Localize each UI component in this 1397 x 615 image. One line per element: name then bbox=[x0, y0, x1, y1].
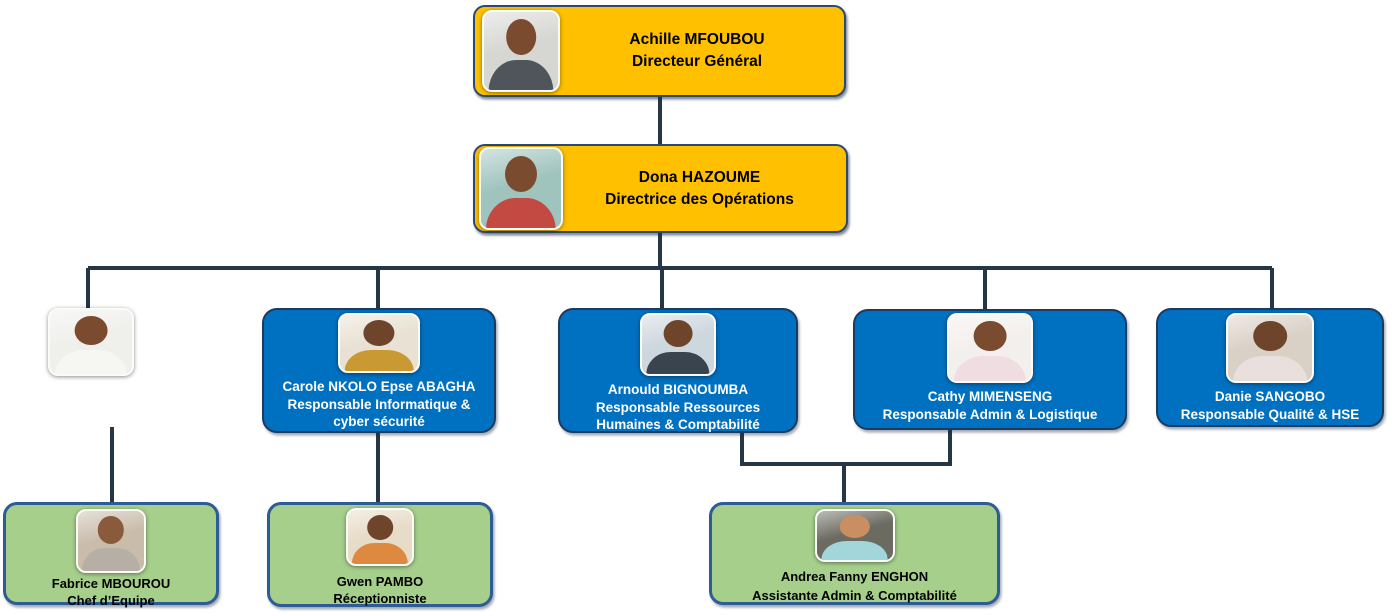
andrea-portrait-photo bbox=[814, 509, 895, 562]
node-text: Achille MFOUBOU Directeur Général bbox=[560, 29, 844, 72]
person-name: Achille MFOUBOU bbox=[629, 31, 765, 49]
person-role: Responsable Informatique & cyber sécurit… bbox=[287, 396, 471, 430]
avatar-head bbox=[74, 315, 108, 346]
node-text: Gwen PAMBO Réceptionniste bbox=[280, 574, 480, 607]
unnamed-member-portrait-photo bbox=[48, 308, 134, 376]
avatar-head bbox=[506, 19, 536, 55]
person-role: Responsable Qualité & HSE bbox=[1180, 406, 1360, 422]
node-danie-sangobo: Danie SANGOBO Responsable Qualité & HSE bbox=[1156, 308, 1384, 427]
fabrice-portrait-photo bbox=[76, 509, 146, 573]
avatar-shoulders bbox=[485, 197, 557, 228]
person-name: Cathy MIMENSENG bbox=[927, 389, 1053, 404]
node-achille-mfoubou: Achille MFOUBOU Directeur Général bbox=[473, 5, 846, 97]
node-dona-hazoume: Dona HAZOUME Directrice des Opérations bbox=[473, 144, 848, 233]
person-name: Fabrice MBOUROU bbox=[51, 576, 171, 591]
person-role: Responsable Admin & Logistique bbox=[882, 406, 1098, 422]
node-gwen-pambo: Gwen PAMBO Réceptionniste bbox=[267, 502, 493, 607]
person-name: Arnould BIGNOUMBA bbox=[607, 382, 749, 397]
node-text: Carole NKOLO Epse ABAGHA Responsable Inf… bbox=[275, 378, 483, 431]
person-role: Assistante Admin & Comptabilité bbox=[752, 587, 957, 603]
avatar-head bbox=[663, 320, 693, 348]
person-role: Directrice des Opérations bbox=[605, 190, 794, 208]
carole-portrait-photo bbox=[338, 313, 420, 373]
achille-portrait-photo bbox=[482, 10, 560, 92]
avatar-shoulders bbox=[821, 541, 888, 560]
node-cathy-mimenseng: Cathy MIMENSENG Responsable Admin & Logi… bbox=[853, 309, 1127, 430]
danie-portrait-photo bbox=[1226, 313, 1314, 383]
person-role: Responsable Ressources Humaines & Compta… bbox=[595, 399, 761, 433]
avatar-head bbox=[505, 156, 537, 193]
avatar-head bbox=[367, 514, 393, 540]
avatar-shoulders bbox=[54, 349, 128, 374]
avatar-head bbox=[973, 320, 1007, 352]
avatar-shoulders bbox=[351, 543, 409, 564]
node-fabrice-mbourou: Fabrice MBOUROU Chef d’Equipe bbox=[3, 502, 219, 608]
avatar-head bbox=[97, 516, 125, 544]
avatar-shoulders bbox=[81, 548, 141, 571]
arnould-portrait-photo bbox=[640, 313, 716, 376]
person-name: Gwen PAMBO bbox=[336, 574, 424, 589]
node-text: Andrea Fanny ENGHON Assistante Admin & C… bbox=[720, 568, 990, 606]
person-role: Directeur Général bbox=[631, 53, 763, 70]
node-text: Arnould BIGNOUMBA Responsable Ressources… bbox=[580, 381, 776, 434]
avatar-head bbox=[363, 320, 395, 346]
node-text: Fabrice MBOUROU Chef d’Equipe bbox=[11, 576, 211, 609]
cathy-portrait-photo bbox=[947, 313, 1033, 383]
dona-portrait-photo bbox=[479, 147, 563, 230]
person-name: Carole NKOLO Epse ABAGHA bbox=[282, 379, 476, 394]
person-role: Réceptionniste bbox=[333, 590, 427, 606]
person-name: Andrea Fanny ENGHON bbox=[780, 569, 929, 584]
node-arnould-bignoumba: Arnould BIGNOUMBA Responsable Ressources… bbox=[558, 308, 798, 433]
person-role: Chef d’Equipe bbox=[67, 592, 155, 608]
node-text: Dona HAZOUME Directrice des Opérations bbox=[563, 167, 846, 210]
person-name: Dona HAZOUME bbox=[638, 168, 761, 186]
gwen-portrait-photo bbox=[346, 508, 414, 566]
avatar-head bbox=[839, 515, 870, 538]
node-andrea-enghon: Andrea Fanny ENGHON Assistante Admin & C… bbox=[709, 502, 1000, 605]
avatar-shoulders bbox=[488, 60, 554, 90]
avatar-head bbox=[1253, 320, 1287, 352]
avatar-shoulders bbox=[646, 351, 710, 374]
avatar-shoulders bbox=[344, 349, 414, 371]
person-name: Danie SANGOBO bbox=[1214, 389, 1326, 404]
node-carole-nkolo: Carole NKOLO Epse ABAGHA Responsable Inf… bbox=[262, 308, 496, 433]
node-text: Cathy MIMENSENG Responsable Admin & Logi… bbox=[864, 388, 1116, 423]
avatar-shoulders bbox=[1233, 355, 1307, 381]
node-text: Danie SANGOBO Responsable Qualité & HSE bbox=[1165, 388, 1375, 423]
avatar-shoulders bbox=[953, 355, 1027, 381]
